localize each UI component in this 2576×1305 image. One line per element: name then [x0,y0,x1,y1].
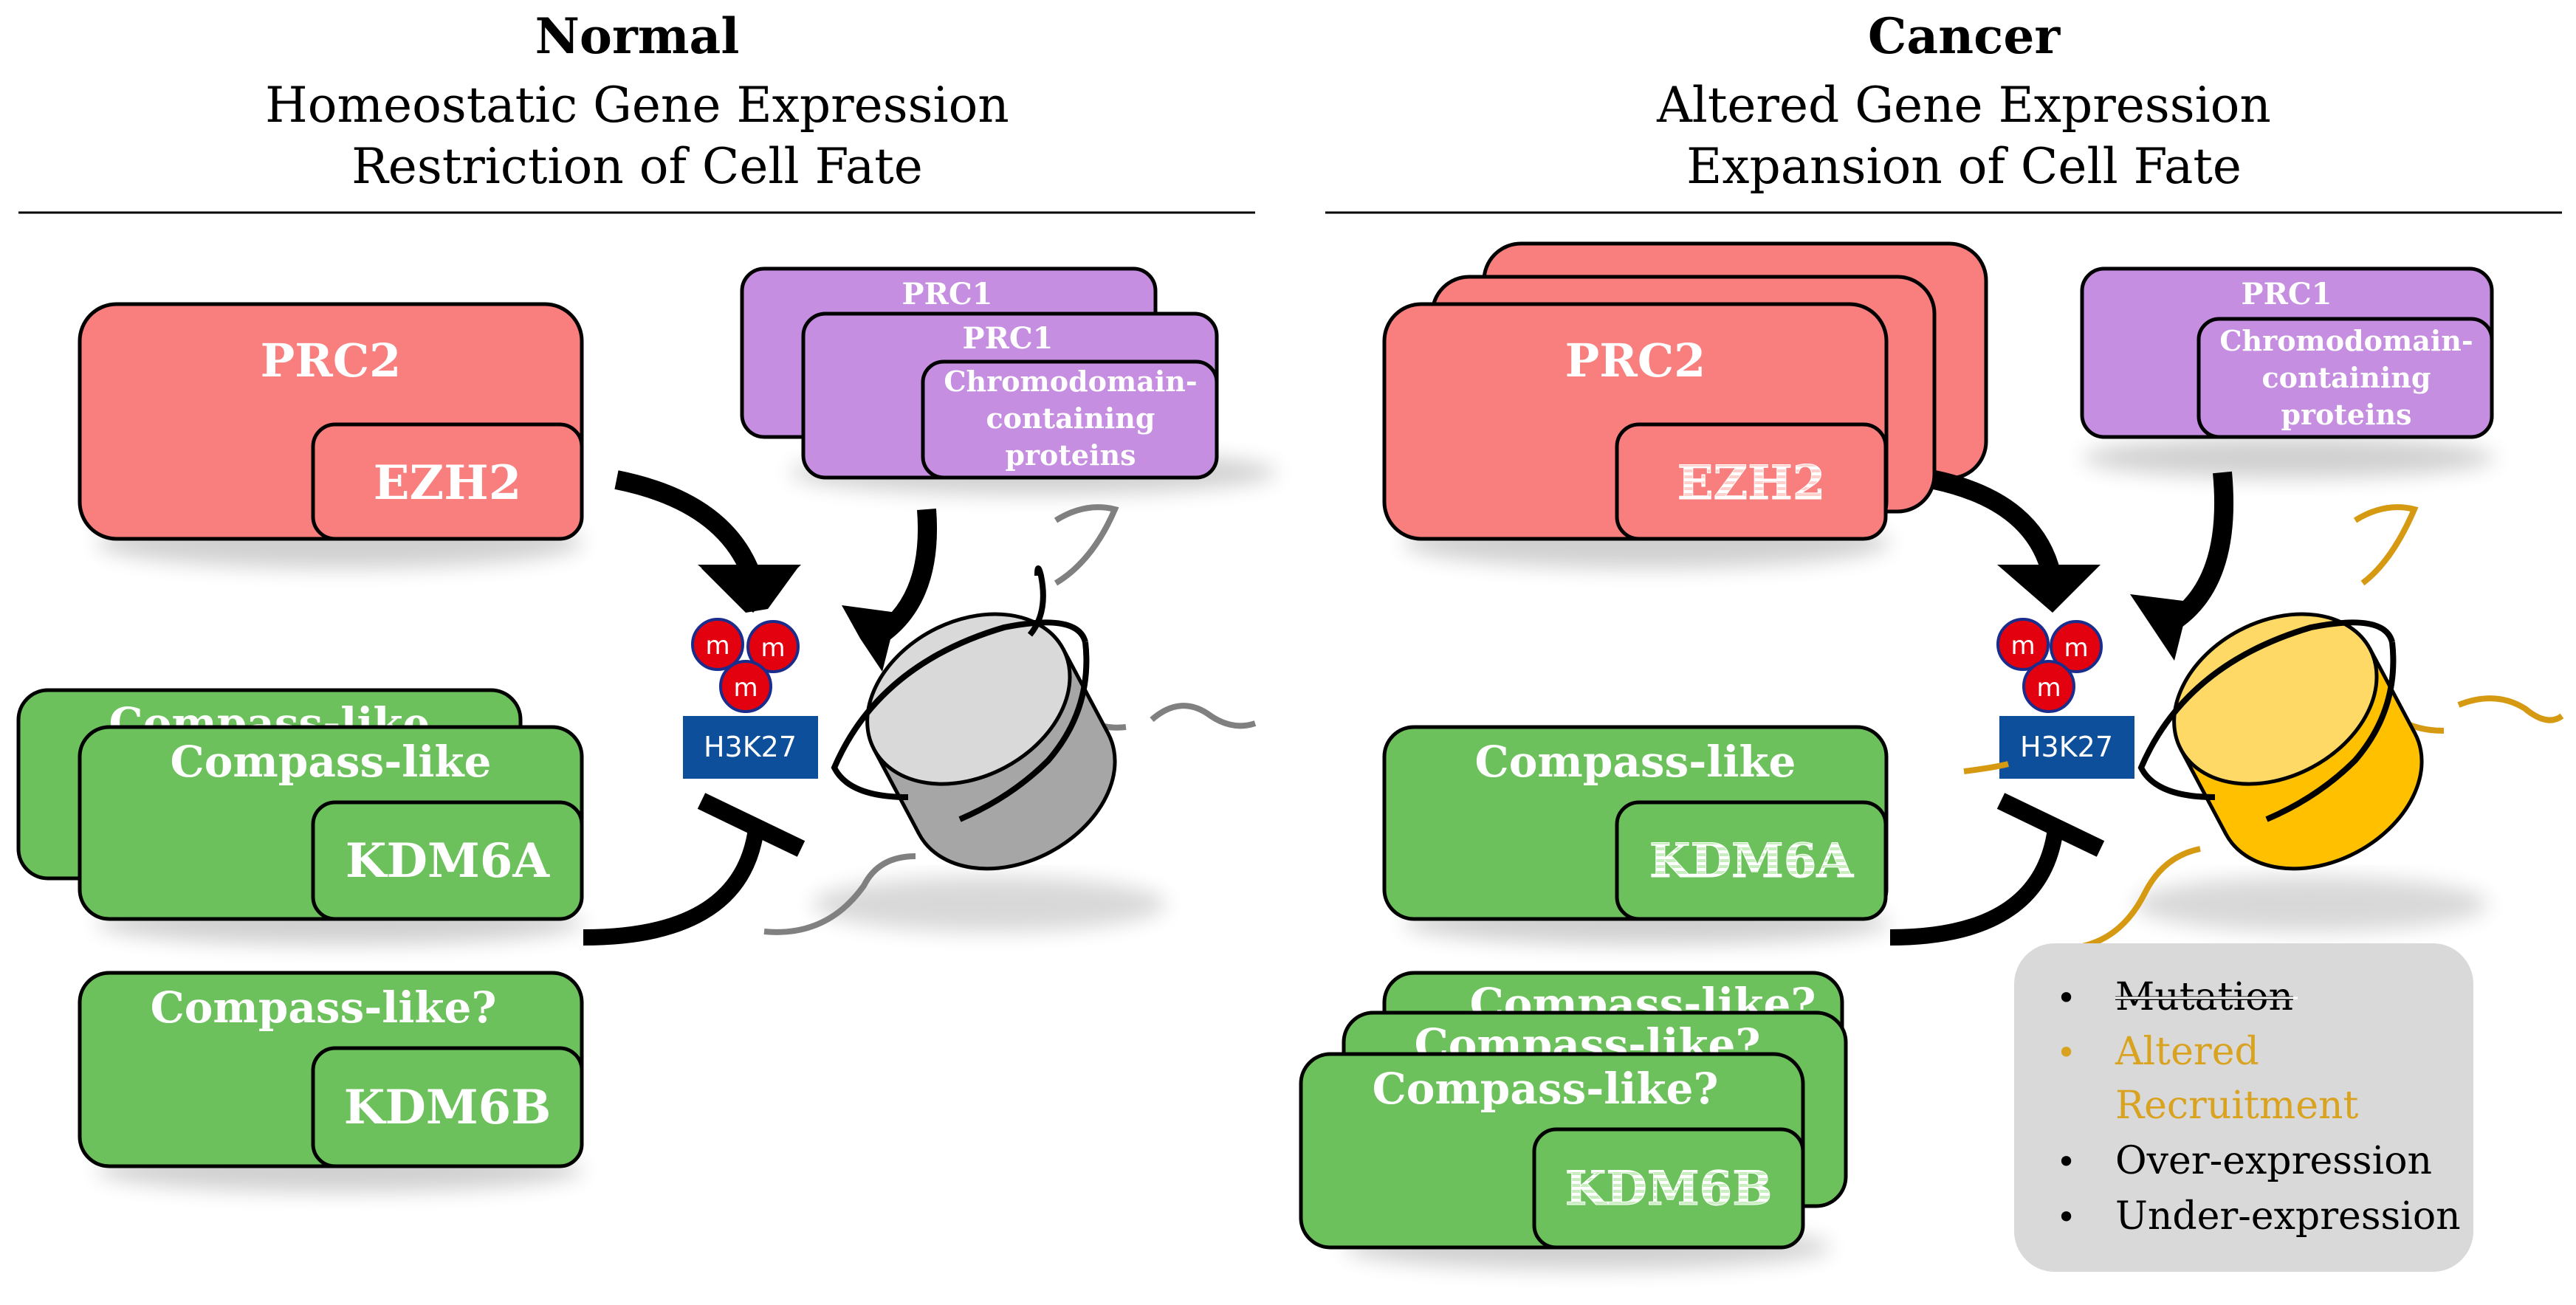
cancer-compass-kdm6a-complex: Compass-like KDM6A [1382,725,1890,945]
cancer-chromo-line3: proteins [2281,398,2411,431]
normal-methyl-1-label: m [705,631,729,661]
normal-compass-kdm6a-complex: Compass-like Compass-like KDM6A [16,688,584,945]
normal-methyl-3 [719,660,772,713]
cancer-subtitle-line2: Expansion of Cell Fate [1686,138,2242,195]
normal-subtitle-line2: Restriction of Cell Fate [351,138,923,195]
cancer-chromo-line2: containing [2262,361,2431,394]
normal-kdm6a-inhibition-arrow [583,793,806,946]
cancer-prc2-activation-arrow [1932,470,2101,613]
cancer-chromodomain-box [2197,317,2494,439]
legend-item-under-expression: • Under-expression [2056,1194,2461,1239]
legend-under-expression-label: Under-expression [2115,1194,2461,1239]
cancer-methyl-3 [2022,660,2075,713]
cancer-prc2-label: PRC2 [1565,334,1706,388]
normal-prc1-recognition-arrow [842,509,937,672]
cancer-subtitle-line1: Altered Gene Expression [1656,77,2271,134]
legend-box [2014,943,2473,1272]
cancer-prc1-recognition-arrow [2130,471,2234,661]
normal-prc2-activation-arrow [614,470,801,613]
legend-bullet: • [2056,1197,2076,1237]
normal-chromo-line1: Chromodomain- [944,365,1197,398]
legend-item-altered-recruitment: • Altered Recruitment [2056,1030,2358,1128]
cancer-header: Cancer Altered Gene Expression Expansion… [1325,7,2562,214]
legend-altered-label: Altered [2115,1030,2259,1074]
legend-item-over-expression: • Over-expression [2056,1139,2432,1183]
normal-chromo-line2: containing [986,402,1155,435]
legend-bullet: • [2056,1033,2076,1072]
cancer-h3k27-box [1999,716,2134,779]
cancer-methyl-1-label: m [2010,631,2035,661]
normal-prc1-complex: PRC1 PRC1 Chromodomain- containing prote… [740,266,1277,495]
cancer-h3k27-methylation: m m m H3K27 [1996,618,2134,779]
normal-compass-q-label: Compass-like? [151,982,497,1033]
legend-bullet: • [2056,978,2076,1018]
cancer-h3k27-label: H3K27 [2020,731,2113,763]
normal-compass-kdm6b-complex: Compass-like? KDM6B [78,971,584,1192]
cancer-nucleosome [1963,504,2564,951]
normal-nucleosome [763,504,1257,935]
normal-prc1-back-label: PRC1 [902,277,993,311]
normal-kdm6b-box [311,1046,584,1168]
normal-methyl-3-label: m [733,673,758,703]
normal-chromo-line3: proteins [1005,438,1136,472]
cancer-kdm6b-label: KDM6B [1565,1161,1773,1216]
normal-prc2-complex: PRC2 EZH2 [78,302,584,568]
normal-methyl-1 [691,618,744,671]
normal-h3k27-box [683,716,818,779]
normal-methyl-2-label: m [760,633,785,663]
normal-ezh2-box [311,422,584,541]
cancer-kdm6a-box [1615,800,1888,921]
normal-subtitle-line1: Homeostatic Gene Expression [265,77,1009,134]
normal-h3k27-label: H3K27 [704,731,797,763]
cancer-methyl-3-label: m [2036,673,2061,703]
legend-over-expression-label: Over-expression [2115,1139,2432,1183]
cancer-prc1-complex: PRC1 Chromodomain- containing proteins [2080,266,2496,478]
cancer-prc1-label: PRC1 [2242,277,2332,311]
cancer-kdm6a-inhibition-arrow [1889,793,2105,946]
normal-compass-front-label: Compass-like [171,737,492,787]
legend: • Mutation • Altered Recruitment • Over-… [2014,943,2473,1272]
cancer-compass-kdm6b-complex: Compass-like? Compass-like? Compass-like… [1299,971,1848,1270]
cancer-chromo-line1: Chromodomain- [2219,324,2473,357]
normal-kdm6b-label: KDM6B [344,1080,552,1135]
cancer-compass-q-label: Compass-like? [1373,1064,1719,1114]
normal-ezh2-label: EZH2 [374,455,522,511]
cancer-ezh2-label: EZH2 [1677,455,1826,511]
cancer-methyl-1 [1996,618,2050,671]
cancer-kdm6a-label: KDM6A [1649,833,1855,889]
normal-prc1-front-label: PRC1 [963,321,1054,356]
cancer-title: Cancer [1868,7,2061,65]
normal-h3k27-methylation: m m m H3K27 [683,618,818,779]
cancer-prc2-complex: PRC2 EZH2 [1382,241,1988,568]
normal-header: Normal Homeostatic Gene Expression Restr… [18,7,1255,214]
cancer-kdm6b-box [1532,1127,1805,1250]
legend-item-mutation: • Mutation [2056,975,2298,1019]
cancer-methyl-2 [2050,620,2103,673]
cancer-compass-label: Compass-like [1475,737,1796,787]
legend-bullet: • [2056,1142,2076,1182]
normal-methyl-2 [746,620,800,673]
normal-chromodomain-box [921,359,1219,480]
legend-recruitment-label: Recruitment [2115,1084,2358,1128]
normal-title: Normal [535,7,740,65]
normal-prc2-label: PRC2 [261,334,402,388]
cancer-ezh2-box [1615,422,1888,541]
cancer-methyl-2-label: m [2064,633,2088,663]
normal-kdm6a-box [311,800,584,921]
normal-kdm6a-label: KDM6A [346,833,551,889]
